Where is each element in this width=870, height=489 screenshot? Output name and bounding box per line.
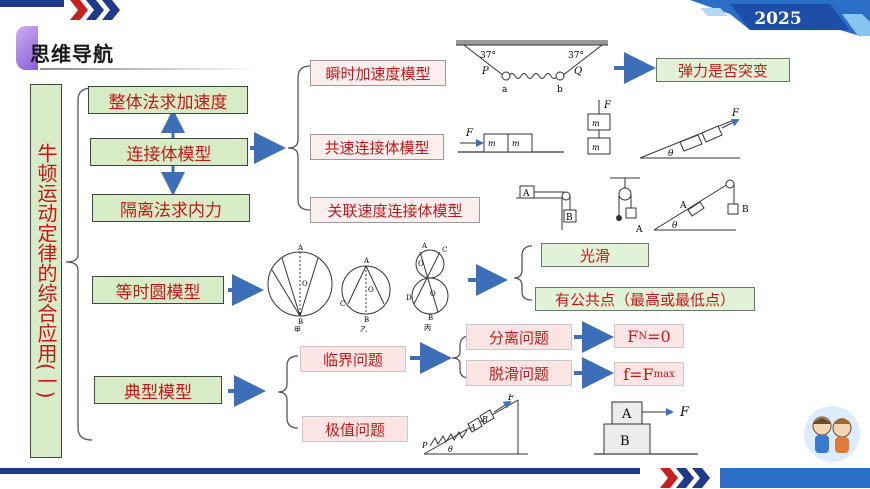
force-label: F: [603, 100, 612, 111]
m1-label: m: [592, 119, 600, 128]
critical-problem-box: 临界问题: [300, 346, 406, 372]
bottom-deco: [0, 468, 870, 488]
extreme-problem-box: 极值问题: [302, 416, 408, 442]
m2-label: m: [512, 139, 520, 148]
b-label: B: [364, 316, 369, 324]
typical-model-box: 典型模型: [94, 376, 222, 404]
slip-problem-box: 脱滑问题: [466, 360, 572, 386]
b-label: B: [566, 213, 573, 223]
a-label: A: [679, 201, 687, 211]
angle-label: 37°: [568, 51, 584, 61]
o-label: O: [302, 280, 308, 288]
b-label: B: [620, 434, 630, 449]
formula-sub: N: [638, 330, 648, 342]
theta-label: θ: [672, 221, 678, 231]
a-label: A: [469, 423, 476, 432]
equal-time-figure: A O B 甲 A C O B 乙 A C D O O B 丙: [267, 242, 449, 332]
title-underline: [40, 68, 260, 70]
year-badge: 2025: [754, 9, 802, 29]
main-topic-box: 牛顿运动定律的综合应用(一): [30, 84, 62, 458]
c-label: C: [340, 300, 345, 308]
d-label: D: [406, 294, 412, 302]
a-label: A: [635, 225, 643, 234]
related-speed-model: 关联速度连接体模型: [310, 197, 480, 223]
force-label: F: [507, 394, 515, 403]
instant-accel-figure: 37° 37° P Q a b: [456, 40, 608, 95]
related-speed-figure: A B A A B θ: [516, 177, 749, 234]
stacked-blocks-figure: A B F: [594, 401, 698, 455]
a-label: A: [522, 189, 530, 199]
co-speed-figure: F m m F m m F θ: [458, 100, 740, 159]
cartoon-kids-icon: [804, 406, 860, 462]
condition-smooth: 光滑: [541, 243, 649, 267]
force-label: F: [679, 405, 690, 420]
formula-rest: =0: [647, 326, 671, 346]
force-label: F: [465, 128, 474, 139]
isolation-method-box: 隔离法求内力: [92, 194, 250, 222]
main-topic-text: 牛顿运动定律的综合应用(一): [34, 143, 58, 399]
elastic-force-result: 弹力是否突变: [656, 58, 790, 82]
a-label: A: [297, 244, 304, 252]
a-label: A: [363, 257, 370, 265]
condition-common-point: 有公共点（最高或最低点）: [535, 287, 755, 311]
formula-main: F: [627, 326, 639, 346]
b-label: B: [428, 314, 433, 322]
a-label: a: [502, 85, 508, 95]
o1-label: O: [418, 260, 424, 268]
q-label: Q: [574, 66, 582, 77]
b-label: B: [481, 415, 488, 424]
equal-time-circle-box: 等时圆模型: [92, 276, 224, 304]
a-label: A: [621, 407, 632, 422]
co-speed-model: 共速连接体模型: [310, 134, 444, 160]
title-decoration: [16, 26, 38, 70]
angle-label: 37°: [480, 51, 496, 61]
c-label: C: [442, 246, 447, 254]
o-label: O: [368, 286, 374, 294]
b-label: B: [298, 318, 303, 326]
force-label: F: [731, 108, 740, 119]
b-label: b: [557, 85, 563, 95]
m2-label: m: [592, 143, 600, 152]
p-label: P: [481, 66, 489, 77]
instant-accel-model: 瞬时加速度模型: [310, 60, 446, 86]
top-deco: [0, 0, 870, 36]
fig-label-yi: 乙: [360, 326, 367, 332]
page-title: 思维导航: [30, 42, 114, 66]
b-label: B: [742, 205, 749, 215]
formula-main: f=F: [623, 364, 654, 384]
incline-spring-figure: F A B P θ: [421, 394, 528, 455]
m1-label: m: [488, 139, 496, 148]
connected-body-box: 连接体模型: [90, 138, 248, 166]
o2-label: O: [430, 290, 436, 298]
fig-label-bing: 丙: [424, 324, 431, 332]
separation-problem-box: 分离问题: [466, 324, 572, 350]
fig-label-jia: 甲: [294, 326, 301, 332]
formula-sub: max: [653, 368, 675, 380]
a-label: A: [421, 242, 428, 250]
theta-label: θ: [448, 445, 453, 454]
p-label: P: [421, 441, 428, 450]
whole-method-box: 整体法求加速度: [88, 86, 248, 114]
theta-label: θ: [668, 149, 674, 159]
